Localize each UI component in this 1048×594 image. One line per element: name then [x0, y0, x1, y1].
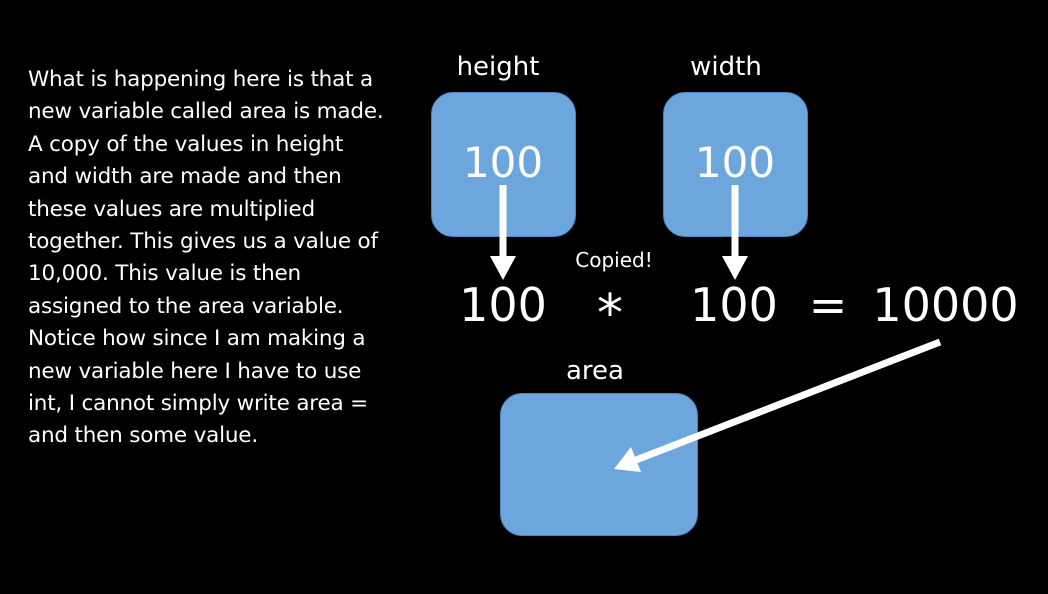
explanation-line: and then some value.: [28, 423, 258, 449]
explanation-text: What is happening here is that a new var…: [28, 64, 408, 453]
area-box: [500, 393, 698, 536]
multiply-operator: *: [597, 284, 623, 344]
height-value: 100: [462, 138, 544, 187]
explanation-line: together. This gives us a value of: [28, 229, 378, 255]
width-label: width: [690, 52, 762, 82]
expression-right-operand: 100: [690, 278, 778, 332]
explanation-line: 10,000. This value is then: [28, 261, 301, 287]
height-label: height: [456, 52, 540, 82]
explanation-line: int, I cannot simply write area =: [28, 391, 368, 417]
explanation-line: assigned to the area variable.: [28, 293, 344, 319]
explanation-line: What is happening here is that a: [28, 67, 373, 92]
explanation-line: new variable called area is made.: [28, 99, 384, 125]
height-copy-arrow: [490, 185, 516, 280]
width-value: 100: [694, 138, 776, 187]
explanation-line: and width are made and then: [28, 164, 342, 190]
explanation-line: Notice how since I am making a: [28, 326, 366, 352]
equals-sign: =: [808, 278, 848, 332]
assign-arrow: [614, 338, 942, 472]
explanation-line: new variable here I have to use: [28, 358, 362, 384]
explanation-line: these values are multiplied: [28, 196, 315, 222]
area-label: area: [566, 356, 624, 386]
width-copy-arrow: [722, 185, 748, 280]
explanation-line: A copy of the values in height: [28, 131, 344, 157]
expression-left-operand: 100: [459, 278, 547, 332]
expression-result: 10000: [872, 278, 1019, 332]
copied-note: Copied!: [575, 248, 653, 272]
